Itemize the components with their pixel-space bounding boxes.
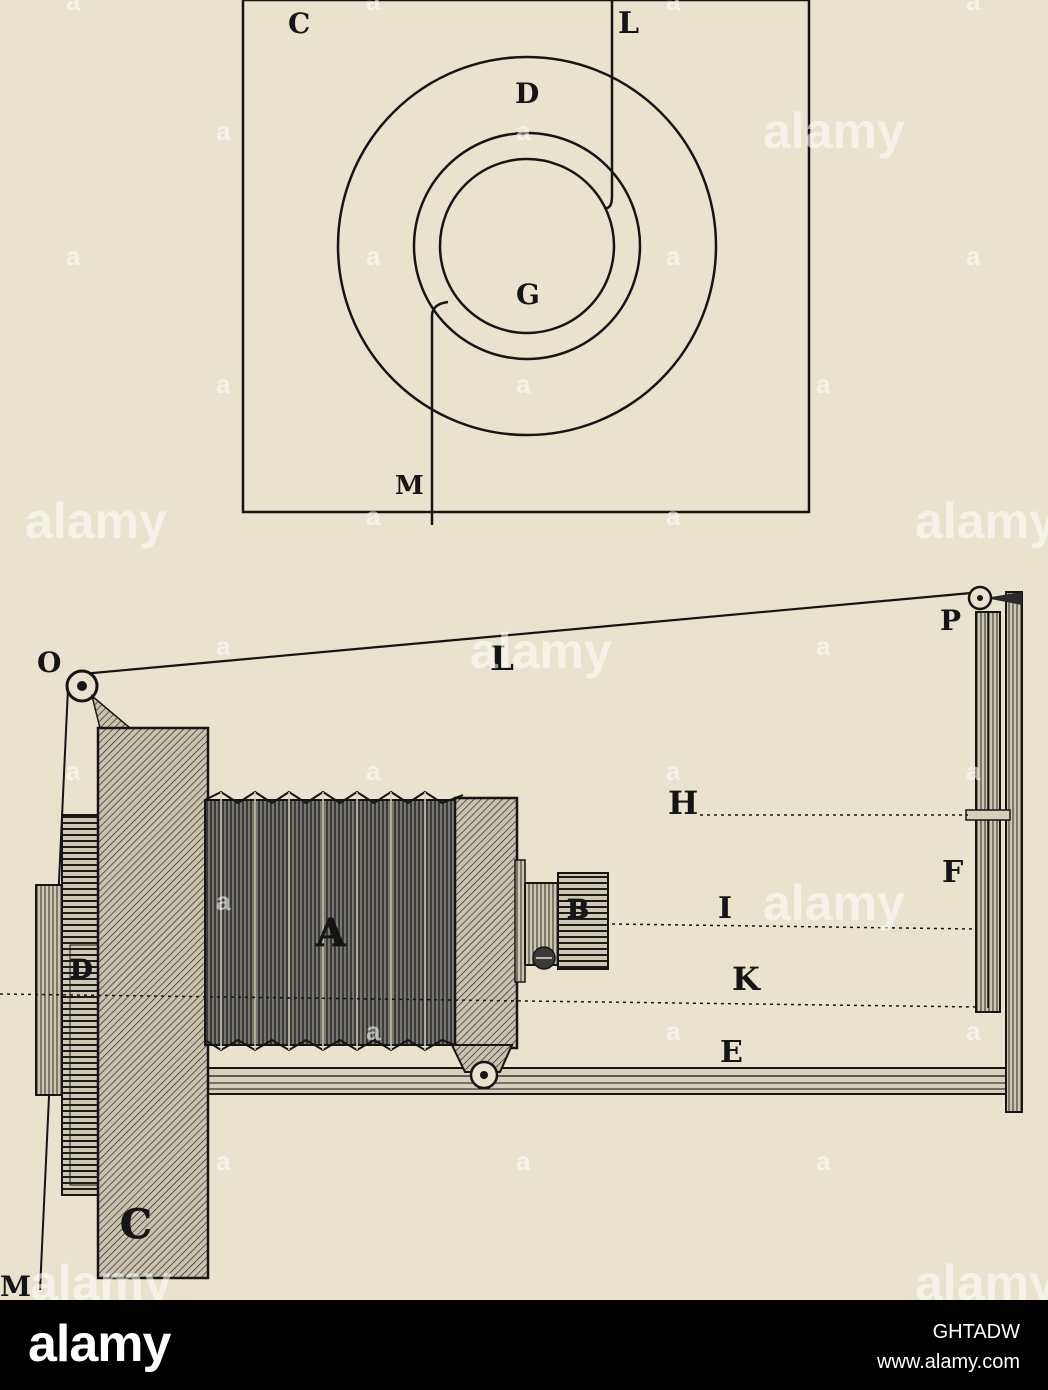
label-c-bottom: C bbox=[120, 1201, 152, 1248]
watermark-mark: a bbox=[216, 1146, 231, 1176]
label-i: I bbox=[718, 891, 732, 926]
watermark-mark: a bbox=[516, 1146, 531, 1176]
watermark-mark: a bbox=[66, 241, 81, 271]
label-o: O bbox=[37, 646, 61, 679]
watermark-mark: a bbox=[816, 369, 831, 399]
screen-post bbox=[985, 591, 1023, 1113]
cord-m-top bbox=[430, 300, 449, 525]
lens-b bbox=[514, 859, 609, 983]
label-a: A bbox=[315, 910, 346, 955]
guide-line-i bbox=[611, 923, 975, 930]
label-g-top: G bbox=[516, 278, 540, 311]
watermark-mark: a bbox=[366, 1016, 381, 1046]
pulley-o bbox=[65, 669, 133, 729]
watermark-mark: a bbox=[966, 241, 981, 271]
watermark-mark: a bbox=[366, 241, 381, 271]
label-b: B bbox=[567, 895, 589, 925]
bottom-figure: O L P H F I K E A B D C M bbox=[0, 585, 1023, 1300]
watermark-mark: a bbox=[216, 886, 231, 916]
watermark-mark: a bbox=[666, 1016, 681, 1046]
watermark-text: alamy bbox=[915, 1255, 1048, 1300]
watermark-mark: a bbox=[966, 0, 981, 16]
watermark-mark: a bbox=[666, 241, 681, 271]
label-k: K bbox=[732, 960, 761, 998]
watermark-mark: a bbox=[816, 1146, 831, 1176]
guide-line-k bbox=[0, 993, 979, 1008]
watermark-mark: a bbox=[516, 369, 531, 399]
label-l-bottom: L bbox=[490, 639, 514, 679]
watermark-mark: a bbox=[516, 116, 531, 146]
watermark-mark: a bbox=[966, 1016, 981, 1046]
engraving-plate: C L D G M bbox=[0, 0, 1048, 1300]
label-d-bottom: D bbox=[70, 955, 93, 985]
middle-ring bbox=[412, 131, 642, 361]
watermark-text: alamy bbox=[763, 875, 905, 931]
watermark-text: alamy bbox=[915, 493, 1048, 549]
watermark-mark: a bbox=[66, 0, 81, 16]
watermark-mark: a bbox=[666, 501, 681, 531]
cord-l-top bbox=[605, 0, 614, 210]
label-c-top: C bbox=[288, 7, 310, 40]
watermark-mark: a bbox=[216, 116, 231, 146]
label-m-top: M bbox=[395, 471, 424, 501]
watermark-text: alamy bbox=[25, 493, 167, 549]
watermark-mark: a bbox=[366, 0, 381, 16]
watermark-text: alamy bbox=[763, 103, 905, 159]
image-id: GHTADW bbox=[932, 1321, 1020, 1343]
rail-e bbox=[194, 1067, 1008, 1095]
cord-l bbox=[81, 590, 983, 676]
watermark-mark: a bbox=[216, 631, 231, 661]
watermark-mark: a bbox=[66, 756, 81, 786]
lens-standard bbox=[453, 796, 519, 1050]
watermark-mark: a bbox=[816, 631, 831, 661]
watermark-text: alamy bbox=[470, 623, 612, 679]
screen-f bbox=[965, 611, 1011, 1013]
watermark-text: alamy bbox=[30, 1255, 172, 1300]
watermarks: alamy alamy alamy alamy alamy alamy alam… bbox=[25, 0, 1048, 1300]
inner-disc-g bbox=[438, 157, 616, 335]
footer-logo: alamy bbox=[28, 1315, 171, 1373]
label-f: F bbox=[942, 855, 963, 890]
pulley-p bbox=[967, 585, 993, 611]
label-h: H bbox=[668, 784, 698, 822]
label-d-top: D bbox=[515, 77, 539, 110]
stock-footer: alamy GHTADW www.alamy.com bbox=[0, 1300, 1048, 1390]
outer-ring-d bbox=[336, 55, 718, 437]
footer-url: www.alamy.com bbox=[877, 1351, 1020, 1373]
label-m-bottom: M bbox=[0, 1270, 31, 1300]
watermark-mark: a bbox=[216, 369, 231, 399]
runner-wheel bbox=[450, 1044, 514, 1090]
label-p: P bbox=[940, 604, 961, 637]
label-e: E bbox=[720, 1035, 743, 1070]
watermark-mark: a bbox=[966, 756, 981, 786]
top-figure-frame bbox=[241, 0, 811, 514]
watermark-mark: a bbox=[366, 756, 381, 786]
bellows-a bbox=[204, 790, 464, 1052]
front-board-c bbox=[96, 726, 210, 1280]
watermark-mark: a bbox=[366, 501, 381, 531]
label-l-top: L bbox=[618, 6, 639, 41]
watermark-mark: a bbox=[666, 756, 681, 786]
top-figure: C L D G M bbox=[241, 0, 811, 525]
watermark-mark: a bbox=[666, 0, 681, 16]
